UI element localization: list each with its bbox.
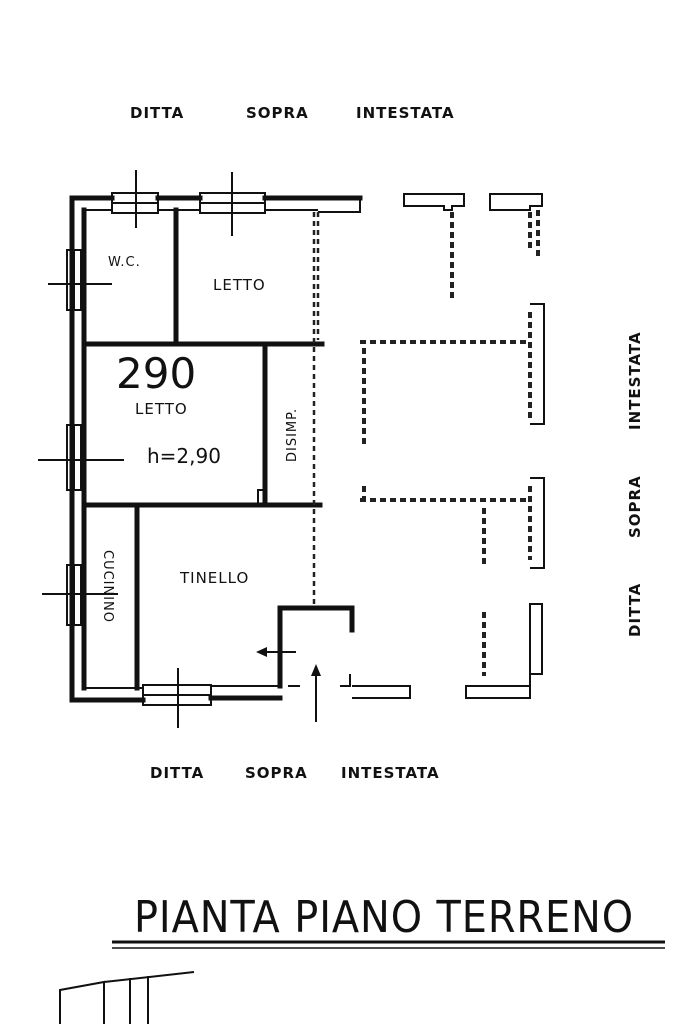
top-neighbor-label-ditta: DITTA (130, 104, 184, 122)
room-label-cucinino: CUCININO (100, 550, 115, 623)
room-label-disimp: DISIMP. (285, 408, 300, 462)
top-neighbor-label-sopra: SOPRA (246, 104, 309, 122)
room-label-wc: W.C. (108, 255, 141, 270)
room-label-letto-2: LETTO (135, 400, 188, 418)
neighbor-dashed-walls (360, 193, 545, 699)
right-neighbor-label-sopra: SOPRA (626, 475, 644, 538)
annotation-height: h=2,90 (147, 444, 221, 468)
entrance-arrows (256, 647, 321, 722)
plan-title: PIANTA PIANO TERRENO (134, 892, 634, 943)
left-windows (66, 249, 82, 626)
next-sheet-fragment (59, 971, 195, 1024)
bottom-neighbor-label-sopra: SOPRA (245, 764, 308, 782)
right-neighbor-label-ditta: DITTA (626, 583, 644, 637)
top-neighbor-label-intestata: INTESTATA (356, 104, 455, 122)
room-label-letto-1: LETTO (213, 276, 266, 294)
annotation-number: 290 (116, 349, 196, 398)
bottom-neighbor-label-ditta: DITTA (150, 764, 204, 782)
room-label-tinello: TINELLO (179, 569, 249, 587)
window-markers (38, 170, 233, 728)
bottom-neighbor-label-intestata: INTESTATA (341, 764, 440, 782)
right-neighbor-label-intestata: INTESTATA (626, 331, 644, 430)
